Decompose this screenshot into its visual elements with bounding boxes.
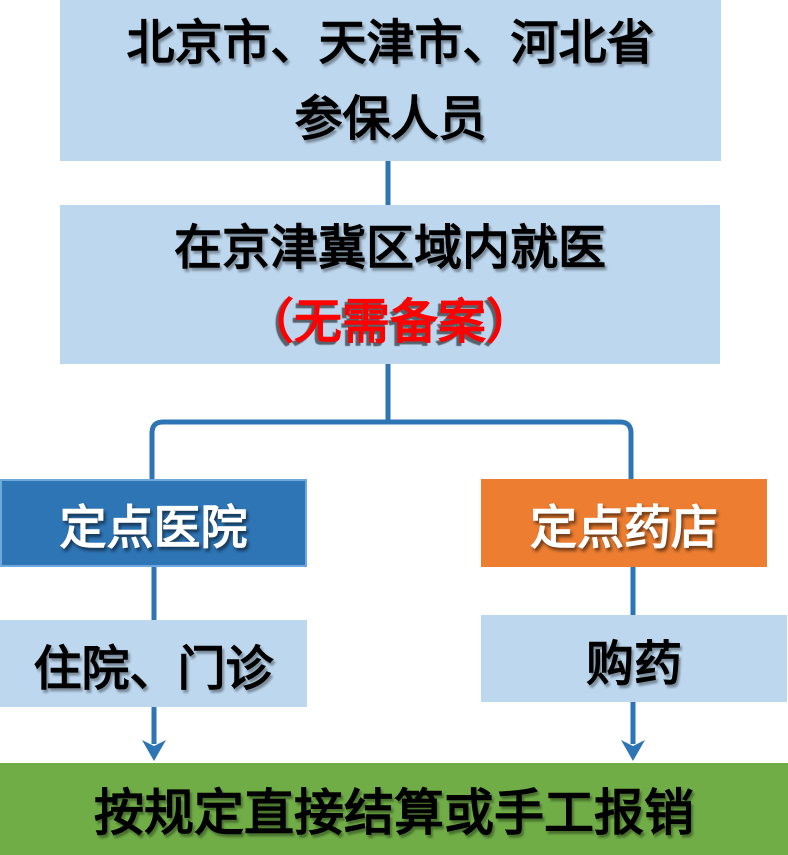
- connector-branch: [149, 419, 634, 479]
- node-region-treatment: 在京津冀区域内就医 （无需备案）: [60, 205, 720, 364]
- region-treatment-no-filing-note: （无需备案）: [245, 293, 534, 350]
- settlement-label: 按规定直接结算或手工报销: [94, 783, 694, 842]
- inpatient-outpatient-label: 住院、门诊: [33, 640, 274, 697]
- insured-persons-line2: 参保人员: [294, 90, 487, 147]
- node-settlement: 按规定直接结算或手工报销: [0, 763, 788, 855]
- arrowhead-left-down-icon: [142, 740, 166, 761]
- node-purchase-medicine: 购药: [481, 615, 787, 702]
- insured-persons-line1: 北京市、天津市、河北省: [126, 14, 655, 71]
- arrowhead-right-down-icon: [621, 740, 645, 761]
- node-inpatient-outpatient: 住院、门诊: [0, 620, 307, 707]
- node-insured-persons: 北京市、天津市、河北省 参保人员: [60, 0, 721, 161]
- region-treatment-line1: 在京津冀区域内就医: [173, 219, 606, 276]
- purchase-medicine-label: 购药: [585, 635, 682, 692]
- designated-hospital-label: 定点医院: [59, 500, 248, 556]
- designated-pharmacy-label: 定点药店: [530, 500, 718, 556]
- node-designated-pharmacy: 定点药店: [481, 479, 767, 567]
- node-designated-hospital: 定点医院: [0, 479, 307, 567]
